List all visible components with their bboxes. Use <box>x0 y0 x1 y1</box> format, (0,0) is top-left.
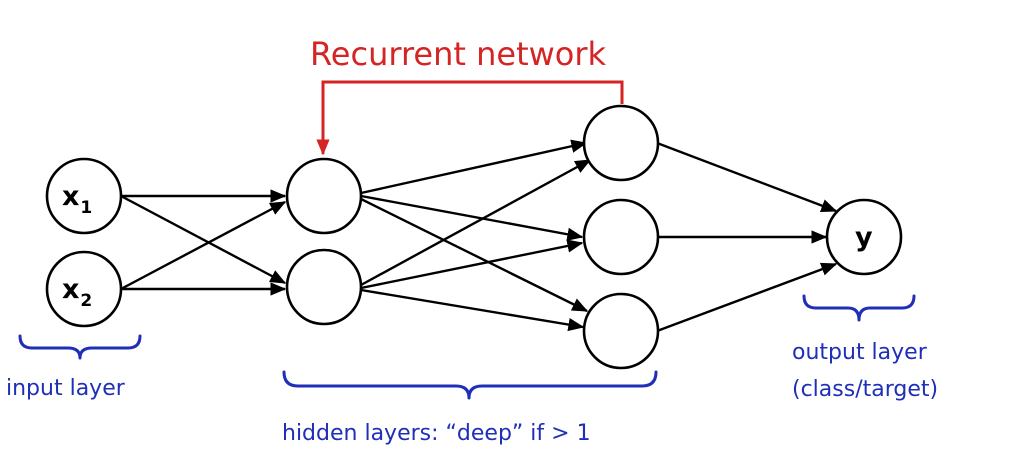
edge-x1-h1b <box>120 194 287 285</box>
output-layer-brace <box>802 294 916 322</box>
input-layer-nodes <box>45 157 123 328</box>
edge-h1a-h2c <box>360 197 589 313</box>
node-hidden-2b <box>582 198 660 276</box>
node-y-label: y <box>855 222 873 253</box>
edges-hidden-to-output <box>656 141 838 333</box>
edge-h2c-y <box>656 262 838 333</box>
hidden-layers-brace <box>282 370 658 400</box>
edge-h1b-h2c <box>360 288 585 332</box>
recurrent-network-title: Recurrent network <box>310 35 607 73</box>
edge-h1b-h2b <box>360 239 584 290</box>
hidden-layer-1-nodes <box>285 157 363 326</box>
node-hidden-2c <box>582 292 660 370</box>
edge-x2-h1a <box>120 200 287 291</box>
output-layer-label-line1: output layer <box>792 340 928 365</box>
edge-h2a-y <box>656 141 838 213</box>
recurrent-edge <box>316 80 624 156</box>
node-x1-label: x1 <box>62 181 92 218</box>
node-x2-label: x2 <box>62 274 92 311</box>
node-x2 <box>45 250 123 328</box>
hidden-layers-label: hidden layers: “deep” if > 1 <box>282 421 591 446</box>
node-y <box>825 198 903 276</box>
edges-hidden-to-hidden <box>360 139 592 332</box>
input-layer-label: input layer <box>6 376 126 401</box>
edge-h1a-h2b <box>360 194 584 241</box>
node-hidden-1a <box>285 157 363 235</box>
edges-input-to-hidden <box>120 189 287 296</box>
input-layer-brace <box>18 334 142 360</box>
node-hidden-1b <box>285 248 363 326</box>
node-x1 <box>45 157 123 235</box>
edge-h1b-h2a <box>360 158 592 287</box>
edge-h1a-h2a <box>360 139 588 195</box>
output-layer-label-line2: (class/target) <box>792 377 938 402</box>
output-layer-nodes <box>825 198 903 276</box>
node-hidden-2a <box>582 104 660 182</box>
hidden-layer-2-nodes <box>582 104 660 370</box>
